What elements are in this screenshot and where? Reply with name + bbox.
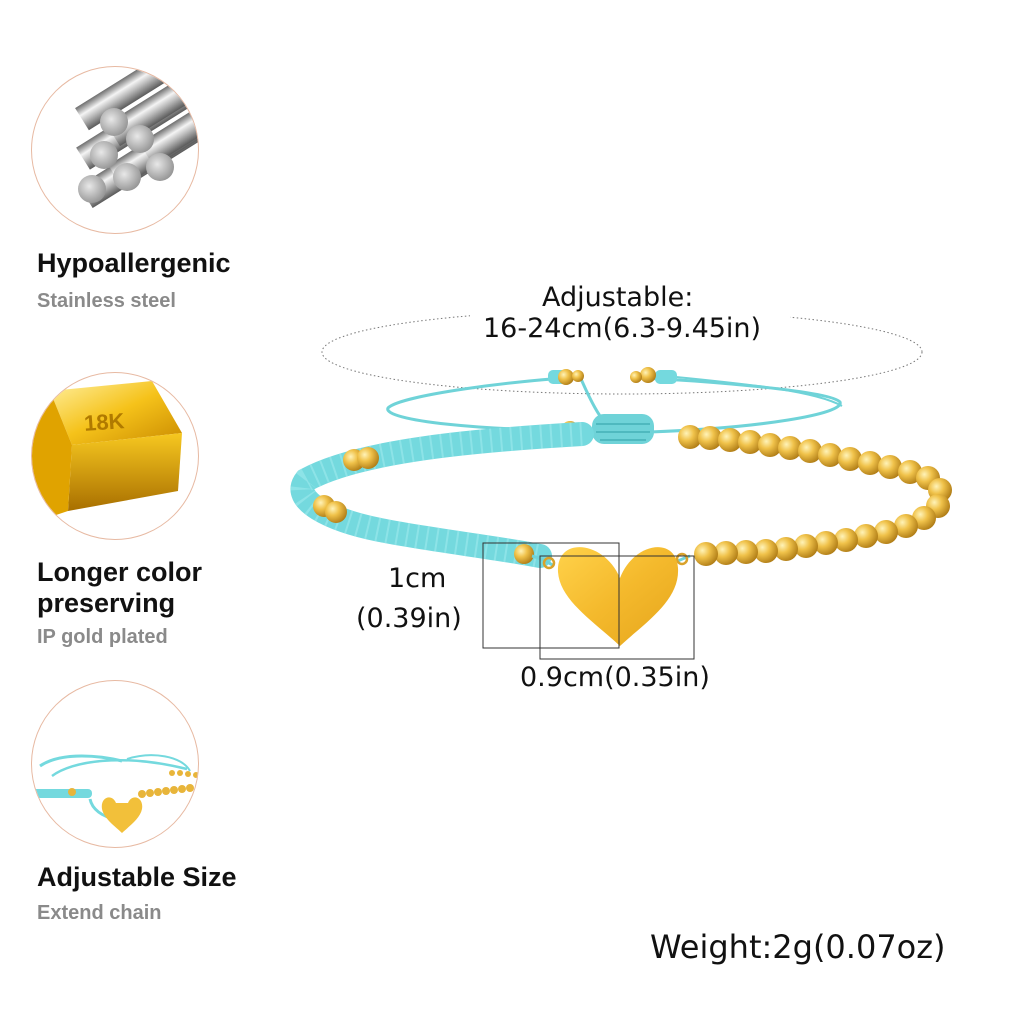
feature-subtitle-stainless-steel: Stainless steel — [37, 290, 176, 312]
bracelet-thumbnail-icon — [31, 680, 199, 848]
heart-charm — [557, 547, 679, 646]
feature-title-line2: preserving — [37, 588, 176, 618]
gold-bar-icon: 18K — [31, 372, 199, 540]
feature-subtitle-extend-chain: Extend chain — [37, 902, 162, 924]
feature-title-hypoallergenic: Hypoallergenic — [37, 248, 231, 278]
height-in-label: (0.39in) — [356, 603, 462, 634]
steel-rods-icon — [31, 66, 199, 234]
width-dimension-box — [539, 555, 695, 660]
gold-bead-strand — [678, 425, 952, 566]
gold-bar-badge-text: 18K — [83, 408, 125, 436]
height-dimension-box — [482, 542, 620, 649]
weight-label: Weight:2g(0.07oz) — [650, 928, 946, 966]
adjustable-label: Adjustable: — [542, 282, 694, 313]
feature-title-longer-color: Longer color preserving — [37, 557, 202, 619]
adjustable-range-label: 16-24cm(6.3-9.45in) — [483, 313, 762, 344]
feature-title-adjustable-size: Adjustable Size — [37, 862, 237, 892]
feature-subtitle-ip-gold: IP gold plated — [37, 626, 168, 648]
height-cm-label: 1cm — [388, 563, 447, 594]
feature-title-line1: Longer color — [37, 557, 203, 587]
width-label: 0.9cm(0.35in) — [520, 662, 710, 693]
